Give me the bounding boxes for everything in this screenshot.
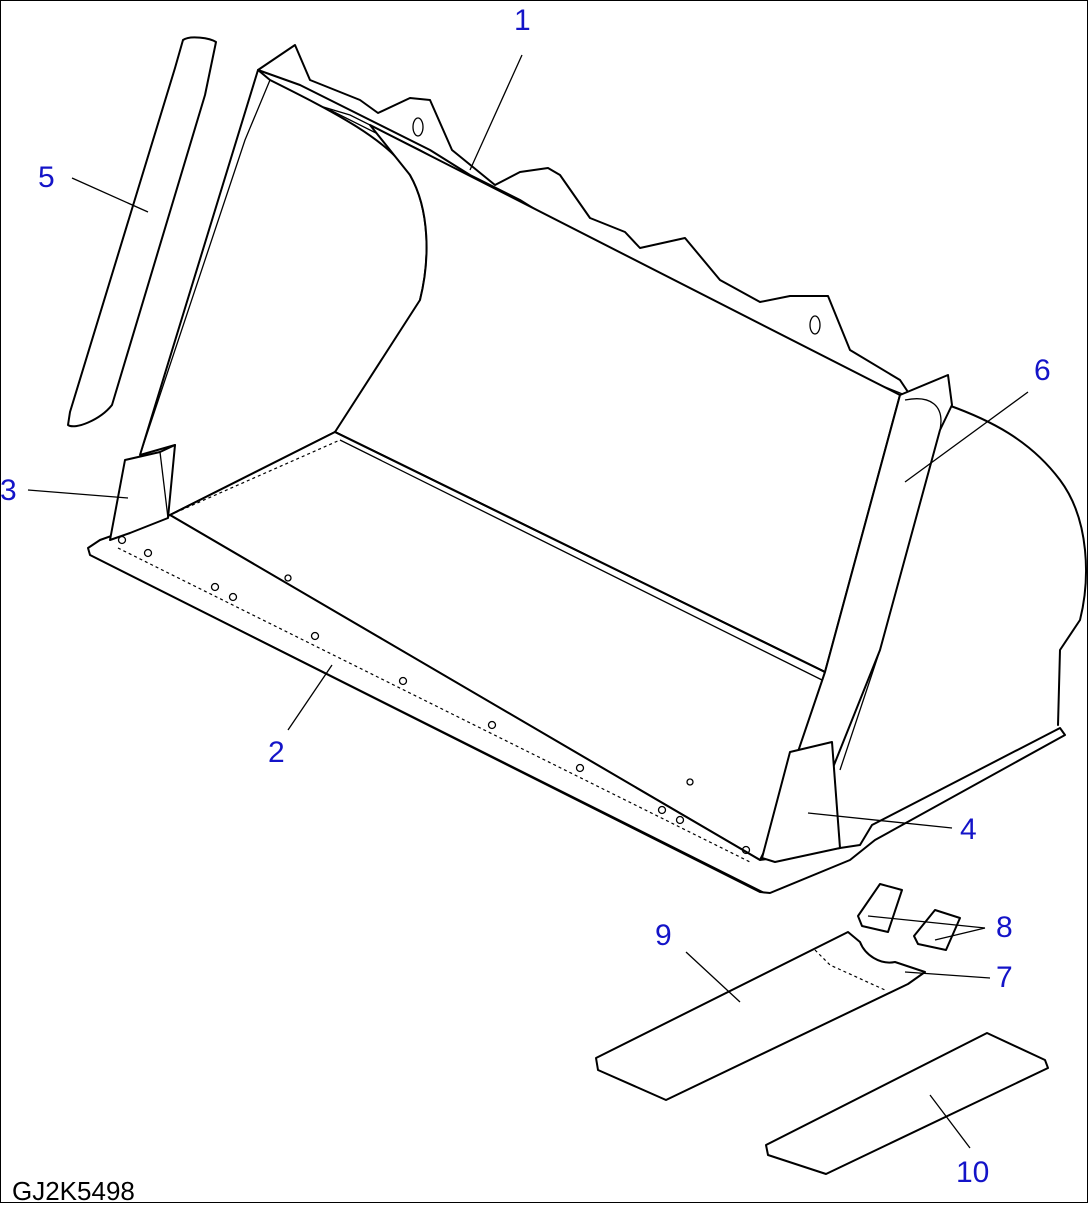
floor-crease-2 bbox=[339, 439, 823, 681]
bottom-wear-plate-seam bbox=[814, 949, 886, 991]
callout-1: 1 bbox=[514, 4, 531, 37]
cutting-edge-front bbox=[89, 554, 766, 894]
callout-8: 8 bbox=[996, 911, 1013, 944]
small-plate-b bbox=[913, 909, 961, 951]
drawing-code: GJ2K5498 bbox=[12, 1176, 135, 1205]
callout-9: 9 bbox=[655, 919, 672, 952]
callout-6: 6 bbox=[1034, 354, 1051, 387]
bottom-wear-plate bbox=[595, 931, 926, 1101]
callout-5: 5 bbox=[38, 161, 55, 194]
left-side-wear-strip-edge bbox=[69, 67, 176, 413]
left-side-inner-curve bbox=[139, 79, 271, 456]
bottom-liner-plate bbox=[765, 1032, 1049, 1175]
small-plate-a bbox=[857, 883, 903, 933]
right-side-plate-inner bbox=[839, 398, 942, 771]
bracket-hole-left bbox=[412, 117, 424, 137]
right-side-cutter-edge bbox=[831, 741, 841, 849]
bucket-assembly bbox=[87, 44, 1087, 894]
floor-crease bbox=[334, 431, 826, 673]
left-side-wear-strip bbox=[67, 36, 217, 428]
leader-lines bbox=[27, 54, 1029, 1149]
floor-front-dash bbox=[169, 439, 341, 516]
right-side-cutter bbox=[761, 741, 841, 863]
left-side-cutter-edge bbox=[159, 451, 169, 519]
callout-10: 10 bbox=[956, 1156, 989, 1189]
bottom-wear-plate-edge bbox=[597, 983, 909, 1101]
callout-7: 7 bbox=[996, 961, 1013, 994]
callout-4: 4 bbox=[960, 813, 977, 846]
callout-2: 2 bbox=[268, 736, 285, 769]
inner-back-surface bbox=[334, 124, 901, 673]
bottom-liner-plate-edge bbox=[767, 1067, 1049, 1175]
bracket-hole-right bbox=[809, 315, 821, 335]
bucket-back-shell bbox=[947, 404, 1087, 726]
cutting-edge-bolt-line bbox=[117, 547, 751, 863]
callout-3: 3 bbox=[0, 474, 17, 507]
callout-labels: 1 2 3 4 5 6 7 8 9 10 bbox=[0, 4, 1051, 1189]
